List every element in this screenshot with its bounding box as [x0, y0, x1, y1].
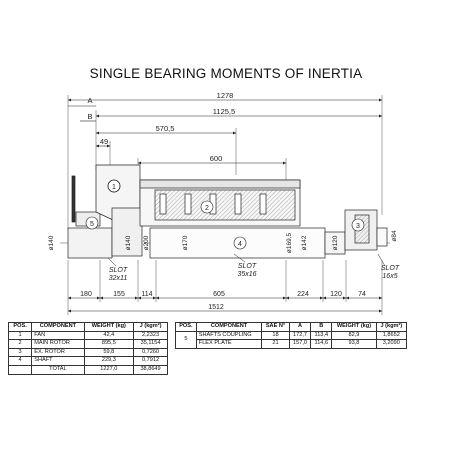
header-pos: POS. [7, 322, 33, 332]
dim-1512: 1512 [208, 304, 224, 311]
dim-74: 74 [358, 291, 366, 298]
callout-3: 3 [356, 223, 360, 230]
slot-3-label: SLOT [381, 265, 400, 272]
header-weight: WEIGHT (kg) [83, 322, 135, 332]
table-header-row: POS. COMPONENT SAE N° A B WEIGHT (kg) J … [175, 322, 408, 332]
cell-j: 35,1154 [133, 339, 168, 349]
cell-pos: 5 [175, 330, 197, 349]
dim-120: 120 [330, 291, 342, 298]
slot-2-size: 35x16 [237, 271, 256, 278]
cell-b: 114,6 [310, 339, 333, 349]
diameter-labels: ø140 ø140 ø200 ø170 ø169,5 ø142 ø120 ø84 [48, 230, 398, 253]
top-dimensions [67, 95, 383, 230]
cell-pos: 4 [7, 356, 33, 366]
cell-total-weight: 1227,0 [83, 364, 135, 375]
dia-140-bearing: ø140 [125, 235, 132, 250]
dim-570-5: 570,5 [156, 124, 175, 133]
cell-component: SHAFTS COUPLING [195, 330, 263, 341]
cell-j: 3,2090 [375, 339, 408, 349]
dim-49: 49 [100, 137, 108, 146]
header-sae: SAE N° [261, 322, 290, 332]
cell-weight: 229,3 [83, 356, 135, 366]
dim-1125-5: 1125,5 [213, 107, 235, 116]
cell-total-label: TOTAL [31, 364, 85, 375]
machine-outline [60, 164, 392, 259]
dim-600: 600 [210, 154, 223, 163]
cell-sae: 21 [261, 339, 290, 349]
dim-letter-a: A [87, 96, 92, 105]
cell-component: EX. ROTOR [31, 347, 85, 358]
dia-170: ø170 [182, 235, 189, 250]
callout-1: 1 [112, 184, 116, 191]
dia-84: ø84 [391, 230, 398, 242]
bottom-dimensions [67, 260, 383, 315]
cell-sae: 18 [261, 330, 290, 341]
cell-weight: 59,8 [83, 347, 135, 358]
table-row: 3 EX. ROTOR 59,8 0,7260 [7, 347, 168, 358]
coupling-table: POS. COMPONENT SAE N° A B WEIGHT (kg) J … [175, 322, 408, 349]
header-a: A [288, 322, 312, 332]
slot-2-label: SLOT [238, 263, 257, 270]
cell-b: 113,4 [310, 330, 333, 341]
slot-3-size: 16x5 [382, 273, 397, 280]
dim-1278: 1278 [217, 91, 234, 100]
cell-j: 0,7260 [133, 347, 168, 358]
cell-pos: 2 [7, 339, 33, 349]
table-row: 4 SHAFT 229,3 0,7912 [7, 356, 168, 366]
cell-j: 1,8652 [375, 330, 408, 341]
slot-1-size: 32x11 [109, 275, 128, 282]
header-component: COMPONENT [195, 322, 263, 332]
page-title: SINGLE BEARING MOMENTS OF INERTIA [89, 66, 363, 81]
dia-120: ø120 [332, 235, 339, 250]
inertia-table: POS. COMPONENT WEIGHT (kg) J (kgm²) 1 FA… [7, 322, 168, 375]
header-weight: WEIGHT (kg) [331, 322, 377, 332]
callout-2: 2 [205, 205, 209, 212]
header-b: B [310, 322, 333, 332]
cell-weight: 895,5 [83, 339, 135, 349]
slot-1-label: SLOT [109, 267, 128, 274]
cell-component: SHAFT [31, 356, 85, 366]
bottom-dimension-labels: 180 155 114 605 224 120 74 1512 [80, 291, 366, 311]
header-j: J (kgm²) [133, 322, 168, 332]
table-header-row: POS. COMPONENT WEIGHT (kg) J (kgm²) [7, 322, 168, 332]
dim-114-left: 114 [141, 291, 152, 298]
table-row: 1 FAN 42,4 2,2323 [7, 330, 168, 341]
table-total-row: TOTAL 1227,0 38,8649 [7, 364, 168, 375]
header-component: COMPONENT [31, 322, 85, 332]
cell-weight: 93,8 [331, 339, 377, 349]
dia-169-5: ø169,5 [286, 233, 293, 254]
callouts: 1 2 3 4 5 [85, 179, 365, 250]
cell-j: 2,2323 [133, 330, 168, 341]
callout-5: 5 [90, 221, 94, 228]
cell-weight: 42,4 [83, 330, 135, 341]
cell-component: MAIN ROTOR [31, 339, 85, 349]
dia-142: ø142 [301, 235, 308, 250]
cell-j: 0,7912 [133, 356, 168, 366]
cell-a: 172,7 [288, 330, 312, 341]
dim-605: 605 [213, 291, 225, 298]
callout-4: 4 [238, 241, 242, 248]
dim-180: 180 [80, 291, 92, 298]
dim-224: 224 [297, 291, 309, 298]
cell-pos: 3 [7, 347, 33, 358]
cell-weight: 82,9 [331, 330, 377, 341]
dia-200: ø200 [143, 235, 150, 250]
cell-component: FLEX PLATE [195, 339, 263, 349]
cell-pos: 1 [7, 330, 33, 341]
dim-155: 155 [113, 291, 125, 298]
cell-total-j: 38,8649 [133, 364, 168, 375]
table-row: 5 SHAFTS COUPLING 18 172,7 113,4 82,9 1,… [175, 330, 408, 349]
dim-letter-b: B [87, 112, 92, 121]
cell-component: FAN [31, 330, 85, 341]
cell-a: 157,0 [288, 339, 312, 349]
table-row: FLEX PLATE 21 157,0 114,6 93,8 3,2090 [176, 339, 408, 349]
header-pos: POS. [175, 322, 197, 332]
slot-labels: SLOT 32x11 SLOT 35x16 SLOT 16x5 [107, 253, 400, 282]
table-row: 2 MAIN ROTOR 895,5 35,1154 [7, 339, 168, 349]
header-j: J (kgm²) [375, 322, 408, 332]
dia-140-left: ø140 [48, 235, 55, 250]
top-dimension-labels: 1278 1125,5 570,5 49 600 A B [87, 91, 235, 163]
